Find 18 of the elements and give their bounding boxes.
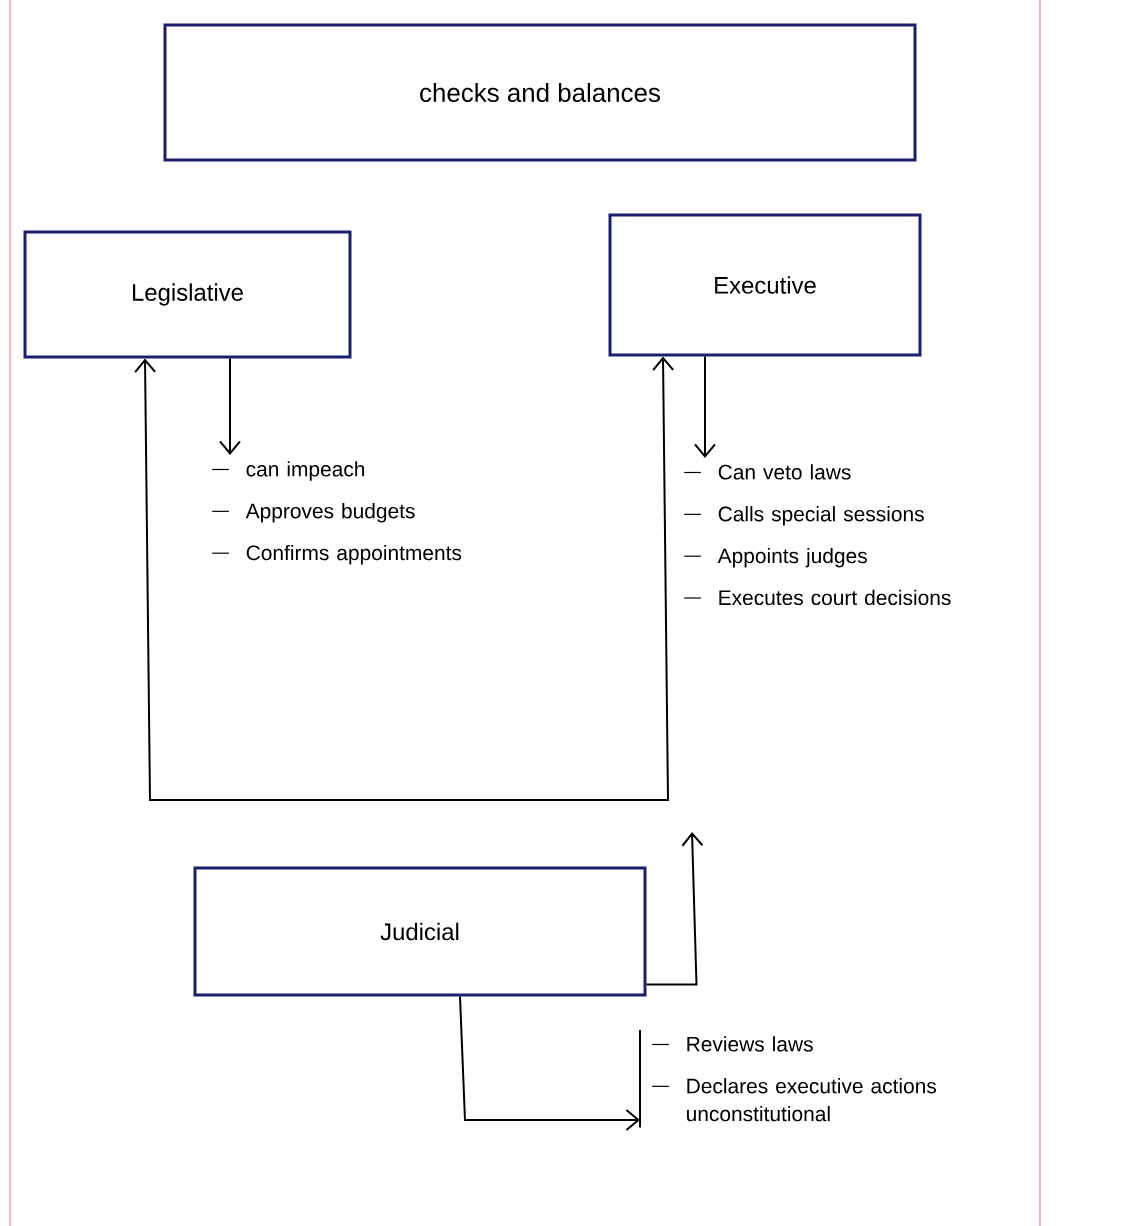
title-box: checks and balances	[163, 23, 917, 162]
list-item: Can veto laws	[683, 464, 851, 480]
arrow	[219, 357, 241, 455]
list-item: Appoints judges	[683, 547, 867, 568]
branch-box: Executive	[608, 213, 922, 357]
list-item: Approves budgets	[211, 503, 415, 523]
arrow	[134, 356, 675, 801]
list-item: Declares executive actions unconstitutional	[651, 1078, 937, 1122]
list-item: Reviews laws	[651, 1036, 813, 1052]
list-item: Executes court decisions	[683, 589, 951, 606]
branch-box: Judicial	[193, 866, 647, 997]
arrow	[645, 832, 704, 986]
branch-box: Legislative	[23, 230, 352, 359]
list-item: Calls special sessions	[683, 506, 924, 526]
list-item: can impeach	[211, 461, 365, 481]
arrow	[459, 995, 640, 1131]
list-item: Confirms appointments	[211, 544, 462, 565]
arrow	[694, 355, 716, 458]
